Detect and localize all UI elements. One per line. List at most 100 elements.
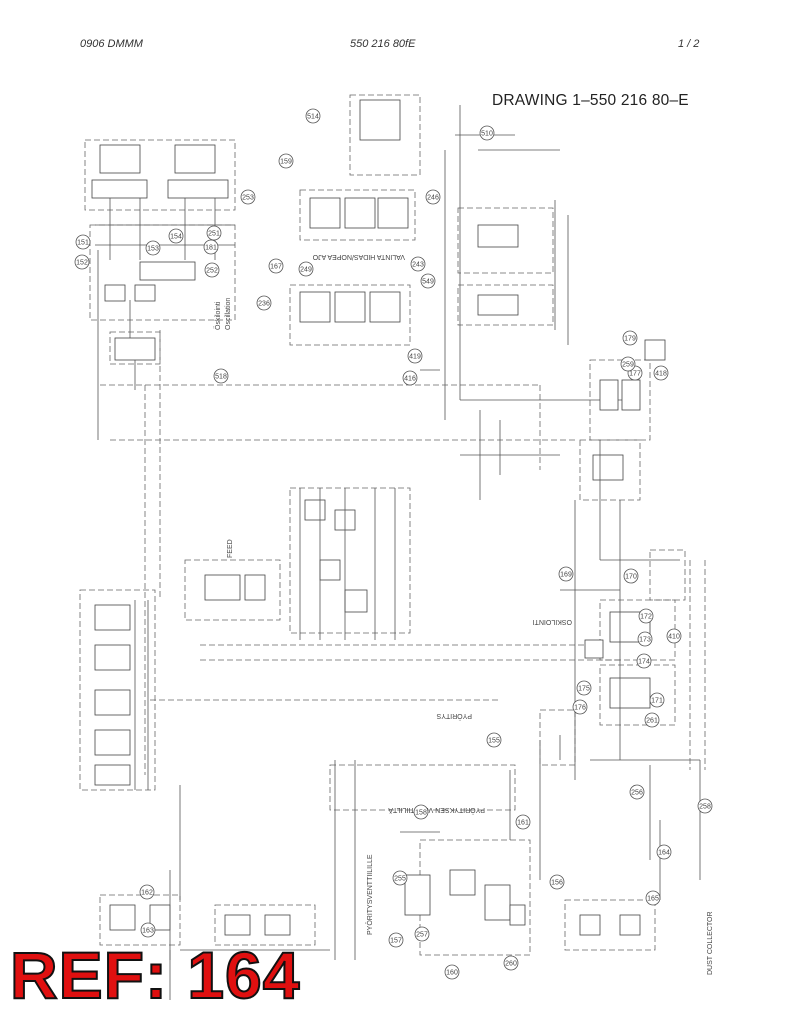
callout-circle	[139, 884, 155, 900]
callout-circle	[298, 261, 314, 277]
callout-circle	[305, 108, 321, 124]
callout-circle	[486, 732, 502, 748]
callout-circle	[213, 368, 229, 384]
callout-circle	[558, 566, 574, 582]
tramming-valves	[420, 105, 569, 420]
feed-valve-block	[184, 487, 620, 661]
label-pyoritys-to: PYÖRITYSVENTTIILILLE	[366, 854, 374, 935]
callout-circle	[649, 692, 665, 708]
callout-number: 155	[488, 738, 500, 745]
callout-number: 416	[404, 376, 416, 383]
callout-circle	[637, 631, 653, 647]
callout-circle	[666, 628, 682, 644]
callout-circle	[414, 926, 430, 942]
callout-number: 418	[655, 371, 667, 378]
header-page-number: 1 / 2	[678, 38, 700, 50]
callout-number: 175	[578, 686, 590, 693]
callout-number: 236	[258, 301, 270, 308]
callout-number: 161	[517, 820, 529, 827]
callout-circle	[140, 922, 156, 938]
callout-circle	[623, 568, 639, 584]
callout-number: 173	[639, 637, 651, 644]
drill-valve-stack	[79, 589, 156, 791]
callout-number: 160	[446, 970, 458, 977]
lower-valve-section	[329, 709, 701, 960]
callout-circle	[168, 228, 184, 244]
oscillation-valve-block	[89, 224, 236, 440]
header-drawing-number: 550 216 80fE	[350, 38, 416, 50]
callout-circle	[420, 273, 436, 289]
callout-number: 261	[646, 718, 658, 725]
callout-number: 255	[394, 876, 406, 883]
dust-collector-block	[564, 820, 701, 951]
callout-circle	[388, 932, 404, 948]
callout-number: 518	[215, 374, 227, 381]
callout-number: 259	[622, 362, 634, 369]
callout-circle	[656, 844, 672, 860]
callout-number: 246	[427, 195, 439, 202]
hammer-block	[99, 894, 330, 1000]
callout-circle	[203, 239, 219, 255]
callout-number: 167	[270, 264, 282, 271]
callout-number: 243	[412, 262, 424, 269]
trunk-lines	[169, 440, 706, 960]
callout-number: 172	[640, 614, 652, 621]
callout-number: 153	[147, 246, 159, 253]
callout-circle	[410, 256, 426, 272]
callout-number: 165	[647, 896, 659, 903]
callout-number: 163	[142, 928, 154, 935]
label-oskilointi: OSKILOINTI	[533, 618, 572, 625]
callout-circle	[75, 234, 91, 250]
callout-circle	[425, 189, 441, 205]
callout-number: 549	[422, 279, 434, 286]
callout-number: 152	[76, 260, 88, 267]
callout-circle	[256, 295, 272, 311]
callout-number: 156	[551, 880, 563, 887]
callout-number: 181	[205, 245, 217, 252]
callout-circle	[576, 680, 592, 696]
callout-circle	[622, 330, 638, 346]
callout-number: 510	[481, 131, 493, 138]
callout-number: 171	[651, 698, 663, 705]
callout-number: 258	[699, 804, 711, 811]
header-doc-code: 0906 DMMM	[80, 38, 143, 50]
callout-number: 154	[170, 234, 182, 241]
callout-circle	[629, 784, 645, 800]
callout-number: 170	[625, 574, 637, 581]
callout-circle	[407, 348, 423, 364]
callout-circle	[392, 870, 408, 886]
callout-circle	[240, 189, 256, 205]
label-feed: FEED	[227, 539, 234, 558]
callout-circle	[572, 699, 588, 715]
label-oscillation-fi: Öskilointi	[214, 301, 222, 330]
callout-circle	[503, 955, 519, 971]
callout-number: 169	[560, 572, 572, 579]
callout-number: 158	[415, 810, 427, 817]
label-oscillation: Oscillation	[225, 298, 232, 330]
callout-number: 252	[206, 268, 218, 275]
travel-valve-upper	[289, 94, 421, 346]
callout-circle	[479, 125, 495, 141]
callout-number: 176	[574, 705, 586, 712]
callout-number: 151	[77, 240, 89, 247]
reference-callouts: 1511521531541551561571581591601611621631…	[74, 108, 713, 980]
callout-circle	[515, 814, 531, 830]
callout-circle	[638, 608, 654, 624]
callout-circle	[697, 798, 713, 814]
callout-number: 256	[631, 790, 643, 797]
callout-circle	[204, 262, 220, 278]
callout-number: 162	[141, 890, 153, 897]
pilot-lines	[100, 330, 640, 775]
callout-circle	[644, 712, 660, 728]
callout-circle	[549, 874, 565, 890]
callout-circle	[278, 153, 294, 169]
callout-number: 260	[505, 961, 517, 968]
label-valinta: VALINTA HIDAS/NOPEA AJO	[312, 253, 405, 260]
callout-number: 177	[629, 371, 641, 378]
ref-overlay-label: REF: 164	[9, 938, 301, 1012]
callout-circle	[74, 254, 90, 270]
callout-number: 249	[300, 267, 312, 274]
label-dust-collector: DUST COLLECTOR	[707, 911, 714, 975]
callout-number: 253	[242, 195, 254, 202]
